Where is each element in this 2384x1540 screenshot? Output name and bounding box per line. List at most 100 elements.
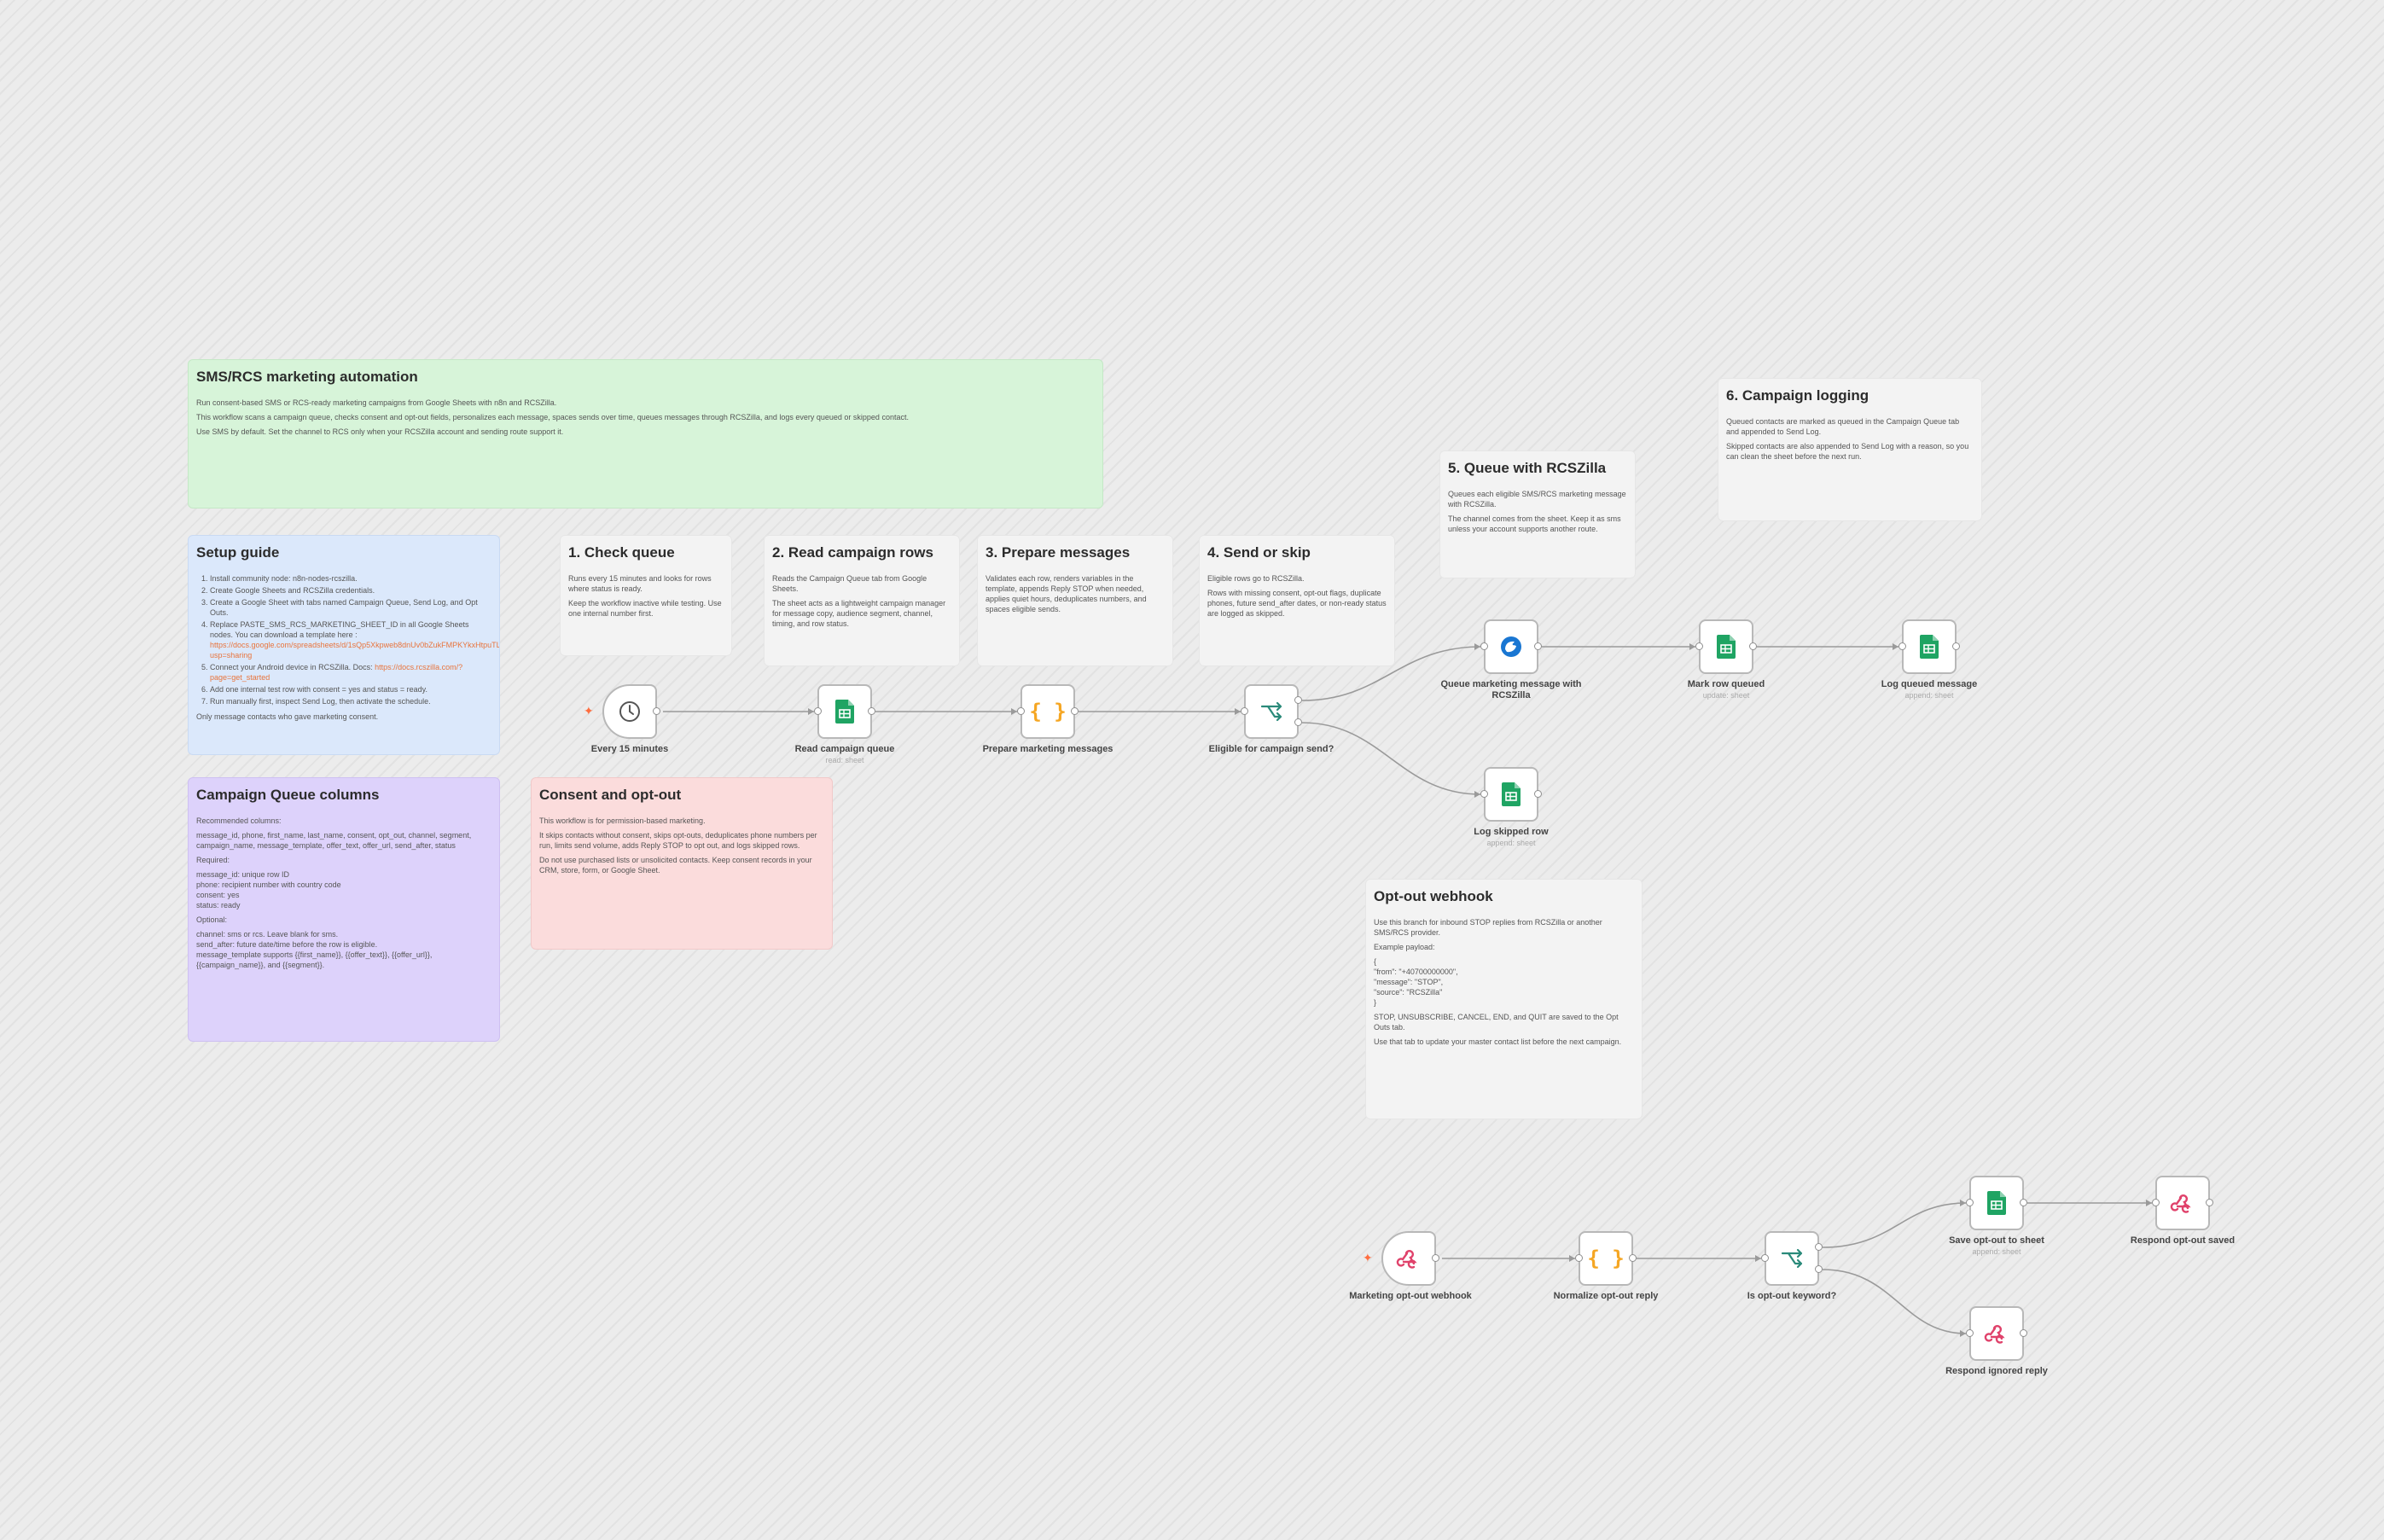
sticky-text: Do not use purchased lists or unsolicite…: [539, 856, 812, 875]
sticky-text: Example payload:: [1374, 943, 1435, 951]
output-port[interactable]: [1749, 642, 1757, 650]
sticky-campaign-columns[interactable]: Campaign Queue columns Recommended colum…: [188, 777, 500, 1042]
sticky-step-6[interactable]: 6. Campaign logging Queued contacts are …: [1718, 378, 1982, 521]
node-respond-ignored-reply[interactable]: [1966, 1306, 2027, 1361]
node-respond-optout-saved[interactable]: [2152, 1176, 2213, 1230]
output-port[interactable]: [1432, 1254, 1439, 1262]
input-port[interactable]: [1575, 1254, 1583, 1262]
input-port[interactable]: [1695, 642, 1703, 650]
webhook-icon: [1383, 1233, 1434, 1284]
sticky-title: Consent and opt-out: [539, 787, 682, 803]
sticky-text: message_id, phone, first_name, last_name…: [196, 831, 472, 850]
input-port[interactable]: [1898, 642, 1906, 650]
input-port[interactable]: [1480, 642, 1488, 650]
sticky-main-overview[interactable]: SMS/RCS marketing automation Run consent…: [188, 359, 1103, 508]
sticky-text: send_after: future date/time before the …: [196, 940, 378, 949]
sticky-consent[interactable]: Consent and opt-out This workflow is for…: [531, 777, 833, 950]
sticky-setup-guide[interactable]: Setup guide Install community node: n8n-…: [188, 535, 500, 755]
output-port-false[interactable]: [1815, 1265, 1823, 1273]
sticky-text: Queued contacts are marked as queued in …: [1726, 417, 1960, 436]
if-branch-icon: [1766, 1233, 1817, 1284]
sticky-text: Rows with missing consent, opt-out flags…: [1207, 589, 1387, 618]
node-log-skipped-row[interactable]: [1480, 767, 1542, 822]
node-prepare-marketing-messages[interactable]: { }: [1017, 684, 1079, 739]
node-label: Eligible for campaign send?: [1208, 744, 1334, 754]
input-port[interactable]: [1017, 707, 1025, 715]
node-every-15-minutes[interactable]: [602, 684, 660, 739]
node-is-optout-keyword[interactable]: [1761, 1231, 1823, 1286]
sticky-optout-webhook[interactable]: Opt-out webhook Use this branch for inbo…: [1365, 879, 1643, 1119]
node-eligible-for-campaign-send[interactable]: [1241, 684, 1302, 739]
output-port[interactable]: [1534, 642, 1542, 650]
output-port[interactable]: [1952, 642, 1960, 650]
setup-step: Add one internal test row with consent =…: [210, 684, 491, 694]
sticky-text: Eligible rows go to RCSZilla.: [1207, 574, 1305, 583]
output-port-true[interactable]: [1815, 1243, 1823, 1251]
sticky-title: 3. Prepare messages: [986, 544, 1131, 561]
input-port[interactable]: [1966, 1329, 1974, 1337]
output-port[interactable]: [2020, 1329, 2027, 1337]
node-log-queued-message[interactable]: [1898, 619, 1960, 674]
sticky-text: message_id: unique row ID: [196, 870, 290, 879]
node-marketing-optout-webhook[interactable]: [1381, 1231, 1439, 1286]
input-port[interactable]: [1966, 1199, 1974, 1206]
sticky-step-4[interactable]: 4. Send or skip Eligible rows go to RCSZ…: [1199, 535, 1395, 666]
setup-steps-list: Install community node: n8n-nodes-rcszil…: [196, 573, 499, 706]
input-port[interactable]: [814, 707, 822, 715]
input-port[interactable]: [1761, 1254, 1769, 1262]
code-braces-icon: { }: [1029, 700, 1067, 724]
sticky-title: 6. Campaign logging: [1726, 387, 1869, 404]
google-sheets-icon: [1486, 769, 1537, 820]
input-port[interactable]: [1480, 790, 1488, 798]
output-port[interactable]: [1071, 707, 1079, 715]
node-label: Every 15 minutes: [590, 744, 669, 754]
sticky-text: Optional:: [196, 915, 228, 924]
sticky-text: Recommended columns:: [196, 816, 282, 825]
code-line: "message": "STOP",: [1374, 978, 1444, 986]
setup-step: Replace PASTE_SMS_RCS_MARKETING_SHEET_ID…: [210, 619, 499, 660]
setup-step: Run manually first, inspect Send Log, th…: [210, 696, 491, 706]
sticky-text: This workflow is for permission-based ma…: [539, 816, 706, 825]
setup-step: Create a Google Sheet with tabs named Ca…: [210, 597, 491, 618]
docs-link[interactable]: https://docs.rcszilla.com/?page=get_star…: [210, 663, 463, 682]
sticky-step-5[interactable]: 5. Queue with RCSZilla Queues each eligi…: [1439, 450, 1636, 578]
input-port[interactable]: [2152, 1199, 2160, 1206]
output-port[interactable]: [1629, 1254, 1637, 1262]
arrow-n3: [1011, 708, 1017, 715]
webhook-icon: [1971, 1308, 2022, 1359]
arrow-n5: [1474, 643, 1480, 650]
sticky-text: status: ready: [196, 901, 241, 909]
sticky-text: This workflow scans a campaign queue, ch…: [196, 413, 909, 421]
output-port-false[interactable]: [1294, 718, 1302, 726]
template-link[interactable]: https://docs.google.com/spreadsheets/d/1…: [210, 641, 500, 660]
arrow-n11: [1755, 1255, 1761, 1262]
output-port[interactable]: [2020, 1199, 2027, 1206]
sticky-step-1[interactable]: 1. Check queue Runs every 15 minutes and…: [560, 535, 732, 656]
sticky-step-3[interactable]: 3. Prepare messages Validates each row, …: [977, 535, 1173, 666]
output-port-true[interactable]: [1294, 696, 1302, 704]
input-port[interactable]: [1241, 707, 1248, 715]
node-mark-row-queued[interactable]: [1695, 619, 1757, 674]
sticky-text: The channel comes from the sheet. Keep i…: [1448, 514, 1621, 533]
sticky-text: Use that tab to update your master conta…: [1374, 1037, 1622, 1046]
sticky-text: Run consent-based SMS or RCS-ready marke…: [196, 398, 557, 407]
sticky-step-2[interactable]: 2. Read campaign rows Reads the Campaign…: [764, 535, 960, 666]
output-port[interactable]: [1534, 790, 1542, 798]
node-label: Marketing opt-out webhook: [1349, 1291, 1472, 1301]
arrow-n10: [1569, 1255, 1575, 1262]
output-port[interactable]: [868, 707, 875, 715]
node-queue-with-rcszilla[interactable]: [1480, 619, 1542, 674]
output-port[interactable]: [653, 707, 660, 715]
node-save-optout-to-sheet[interactable]: [1966, 1176, 2027, 1230]
node-read-campaign-queue[interactable]: [814, 684, 875, 739]
sticky-title: 2. Read campaign rows: [772, 544, 933, 561]
sticky-text: Queues each eligible SMS/RCS marketing m…: [1448, 490, 1626, 508]
node-normalize-optout-reply[interactable]: { }: [1575, 1231, 1637, 1286]
clock-icon: [604, 686, 655, 737]
sticky-text: phone: recipient number with country cod…: [196, 880, 341, 889]
output-port[interactable]: [2206, 1199, 2213, 1206]
sticky-text: STOP, UNSUBSCRIBE, CANCEL, END, and QUIT…: [1374, 1013, 1619, 1032]
